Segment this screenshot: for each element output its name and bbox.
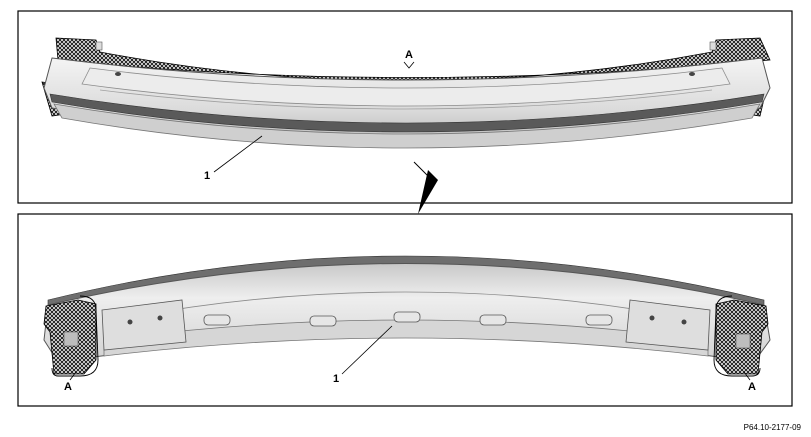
bottom-slot [309, 315, 337, 327]
bottom-inner-flange [103, 291, 709, 323]
bottom-label-a-left-leader [69, 371, 77, 381]
top-label-a-leader [403, 61, 415, 69]
bottom-lower-lip [103, 319, 709, 357]
bottom-end-bracket-right [625, 299, 711, 351]
bottom-end-bracket-left [101, 299, 187, 351]
top-tab-left [95, 41, 103, 51]
top-lower-flange [53, 103, 761, 149]
top-mounting-hole-left [115, 72, 121, 76]
top-label-1-leader [213, 135, 263, 173]
bottom-slot [585, 314, 613, 326]
bottom-label-a-right-leader [743, 371, 751, 381]
bottom-bolt-hole [649, 315, 655, 321]
figure-reference: P64.10-2177-09 [744, 423, 802, 432]
bottom-slots [203, 311, 613, 327]
bottom-label-1-leader [341, 325, 393, 375]
bottom-outline-right [713, 295, 761, 377]
bottom-panel: A A 1 [17, 213, 793, 407]
top-mounting-hole-right [689, 72, 695, 76]
bottom-bolt-hole [157, 315, 163, 321]
view-arrow-head [418, 170, 438, 214]
bottom-bolt-hole [127, 319, 133, 325]
bottom-slot [479, 314, 507, 326]
top-label-part-1: 1 [204, 170, 210, 182]
top-label-region-a: A [405, 49, 413, 61]
top-roof-bow-groove [99, 89, 713, 110]
bottom-outline-left [51, 295, 99, 377]
top-tab-right [709, 41, 717, 51]
bottom-label-part-1: 1 [333, 373, 339, 385]
top-roof-bow-channel [81, 67, 731, 107]
bottom-slot [393, 311, 421, 323]
top-adhesive-area-upper [55, 37, 771, 82]
view-direction-arrow [413, 161, 438, 214]
top-panel: A 1 [17, 10, 793, 204]
bottom-adhesive-window-right [735, 333, 751, 349]
bottom-label-region-a-right: A [748, 381, 756, 393]
bottom-adhesive-window-left [63, 331, 79, 347]
top-seal-strip [49, 93, 765, 133]
bottom-bolt-hole [681, 319, 687, 325]
bottom-slot [203, 314, 231, 326]
bottom-label-region-a-left: A [64, 381, 72, 393]
